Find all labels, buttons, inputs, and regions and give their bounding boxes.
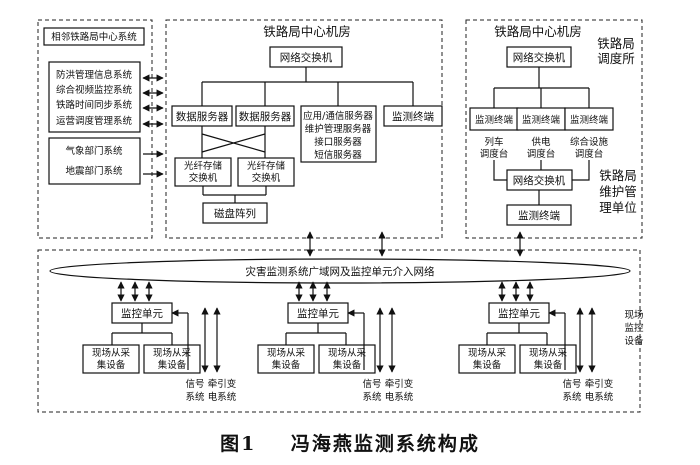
storage-switch-label: 交换机 bbox=[189, 172, 218, 184]
signal-label: 电系统 bbox=[385, 391, 414, 403]
signal-label: 系统 bbox=[562, 391, 582, 403]
app-server-item: 应用/通信服务器 bbox=[303, 110, 373, 122]
adjacent-bureau-box bbox=[43, 27, 145, 46]
right-switch-label: 网络交换机 bbox=[513, 51, 566, 64]
signal-label: 牵引变 bbox=[585, 378, 614, 390]
field-group-2: 监控单元 现场从采 集设备 现场从采 集设备 信号 牵引变 系统 电系统 bbox=[257, 281, 414, 403]
app-server-item: 短信服务器 bbox=[314, 149, 362, 161]
network-label: 灾害监测系统广域网及监控单元介入网络 bbox=[246, 265, 435, 278]
collector-box bbox=[519, 344, 577, 374]
field-label: 监控 bbox=[624, 322, 644, 334]
signal-label: 信号 bbox=[362, 378, 381, 390]
collector-label: 现场从采 bbox=[529, 348, 568, 359]
right-switch-bottom-label: 网络交换机 bbox=[513, 174, 566, 187]
dispatch-desk-label: 列车 bbox=[484, 136, 503, 148]
system-item: 运营调度管理系统 bbox=[56, 115, 133, 127]
app-servers-box bbox=[300, 105, 377, 163]
dept-item: 地震部门系统 bbox=[65, 165, 123, 177]
center-switch-label: 网络交换机 bbox=[280, 51, 333, 64]
maint-label: 铁路局 bbox=[599, 168, 637, 183]
dept-item: 气象部门系统 bbox=[65, 145, 123, 157]
collector-label: 集设备 bbox=[473, 359, 502, 371]
dispatch-desk-label: 调度台 bbox=[527, 148, 556, 160]
storage-switch-label: 光纤存储 bbox=[184, 160, 223, 172]
connector bbox=[572, 160, 590, 181]
maint-label: 理单位 bbox=[599, 200, 637, 215]
systems-box bbox=[48, 61, 141, 133]
dispatch-desk-label: 综合设施 bbox=[570, 136, 609, 148]
dispatch-desk-label: 调度台 bbox=[480, 148, 509, 160]
maint-terminal-label: 监测终端 bbox=[518, 209, 560, 222]
dispatch-desk-label: 供电 bbox=[531, 136, 551, 148]
center-terminal-label: 监测终端 bbox=[392, 110, 434, 123]
data-server-label: 数据服务器 bbox=[176, 110, 229, 123]
monitor-unit-label: 监控单元 bbox=[297, 307, 339, 320]
right-terminal-label: 监测终端 bbox=[570, 114, 609, 126]
collector-label: 现场从采 bbox=[92, 348, 131, 359]
signal-label: 电系统 bbox=[208, 391, 237, 403]
collector-box bbox=[143, 344, 201, 374]
system-item: 综合视频监控系统 bbox=[56, 84, 133, 96]
collector-label: 集设备 bbox=[534, 359, 563, 371]
collector-label: 集设备 bbox=[97, 359, 126, 371]
signal-label: 电系统 bbox=[585, 391, 614, 403]
adjacent-bureau-title: 相邻铁路局中心系统 bbox=[51, 31, 137, 43]
storage-switch-label: 光纤存储 bbox=[247, 160, 286, 172]
collector-box bbox=[458, 344, 516, 374]
right-terminal-label: 监测终端 bbox=[522, 114, 561, 126]
field-label: 现场 bbox=[624, 310, 643, 321]
field-group-3: 监控单元 现场从采 集设备 现场从采 集设备 信号 牵引变 系统 电系统 bbox=[458, 281, 614, 403]
collector-label: 现场从采 bbox=[468, 348, 507, 359]
signal-label: 系统 bbox=[362, 391, 382, 403]
signal-label: 牵引变 bbox=[208, 378, 237, 390]
signal-label: 信号 bbox=[562, 378, 581, 390]
maint-label: 维护管 bbox=[599, 184, 637, 199]
collector-box bbox=[257, 344, 315, 374]
disk-array-label: 磁盘阵列 bbox=[214, 207, 256, 220]
right-room-title: 铁路局中心机房 bbox=[494, 24, 582, 39]
data-server-label: 数据服务器 bbox=[239, 110, 292, 123]
collector-label: 集设备 bbox=[272, 359, 301, 371]
collector-box bbox=[318, 344, 376, 374]
connector bbox=[493, 160, 507, 181]
connector bbox=[201, 133, 266, 153]
dispatch-desk-label: 调度台 bbox=[575, 148, 604, 160]
field-label: 设备 bbox=[624, 335, 644, 347]
field-group-1: 监控单元 现场从采 集设备 现场从采 集设备 信号 牵引变 系统 电系统 bbox=[82, 281, 237, 403]
field-area-frame bbox=[37, 249, 641, 413]
depts-box bbox=[48, 137, 141, 185]
left-panel-frame bbox=[37, 19, 153, 239]
collector-box bbox=[82, 344, 140, 374]
collector-label: 现场从采 bbox=[328, 348, 367, 359]
signal-label: 信号 bbox=[185, 378, 204, 390]
signal-label: 牵引变 bbox=[385, 378, 414, 390]
monitor-unit-label: 监控单元 bbox=[498, 307, 540, 320]
center-room-frame bbox=[165, 19, 443, 239]
figure-caption: 图1 冯海燕监测系统构成 bbox=[220, 432, 480, 455]
system-item: 防洪管理信息系统 bbox=[56, 69, 133, 81]
monitor-unit-label: 监控单元 bbox=[121, 307, 163, 320]
right-room-frame bbox=[465, 19, 643, 239]
center-terminal bbox=[383, 105, 443, 127]
dispatch-label: 铁路局 bbox=[597, 36, 635, 51]
signal-label: 系统 bbox=[185, 391, 205, 403]
app-server-item: 维护管理服务器 bbox=[305, 123, 372, 135]
app-server-item: 接口服务器 bbox=[314, 136, 362, 148]
storage-switch-2 bbox=[237, 157, 295, 187]
dispatch-label: 调度所 bbox=[597, 51, 635, 66]
right-terminal-label: 监测终端 bbox=[475, 114, 514, 126]
collector-label: 集设备 bbox=[158, 359, 187, 371]
right-terminal bbox=[564, 107, 614, 131]
storage-switch-label: 交换机 bbox=[252, 172, 281, 184]
collector-label: 集设备 bbox=[333, 359, 362, 371]
collector-label: 现场从采 bbox=[267, 348, 306, 359]
disk-array bbox=[202, 202, 268, 224]
center-room-title: 铁路局中心机房 bbox=[263, 24, 351, 39]
collector-label: 现场从采 bbox=[153, 348, 192, 359]
network-ellipse bbox=[49, 258, 631, 284]
system-item: 铁路时间同步系统 bbox=[56, 99, 133, 111]
maint-terminal bbox=[506, 204, 572, 226]
